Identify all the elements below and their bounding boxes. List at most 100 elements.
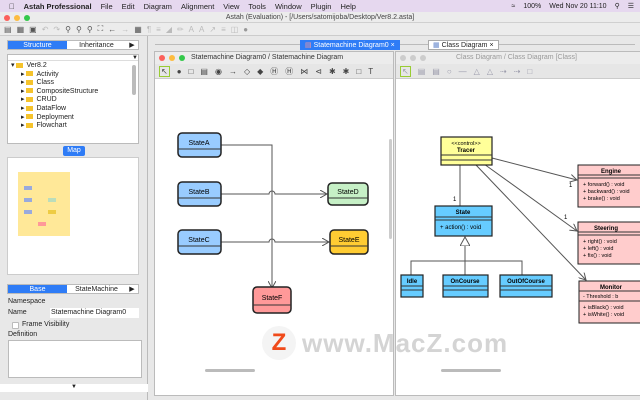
more-props-arrow-icon[interactable]: ▶ — [129, 286, 135, 293]
zoom-in-icon[interactable]: ⚲ — [65, 24, 71, 34]
class-icon[interactable]: ▤ — [432, 66, 440, 76]
state-c[interactable]: StateC — [177, 229, 222, 255]
definition-textarea[interactable] — [8, 340, 142, 378]
font-color-icon[interactable]: A — [188, 24, 195, 34]
deep-history-icon[interactable]: Ⓗ — [285, 66, 294, 76]
horizontal-scrollbar[interactable] — [205, 369, 255, 372]
initial-state-icon[interactable]: ● — [176, 66, 182, 76]
menu-list-icon[interactable]: ☰ — [627, 3, 634, 10]
menu-plugin[interactable]: Plugin — [305, 1, 332, 11]
tree-item[interactable]: ▸ Activity — [21, 70, 59, 78]
wifi-icon[interactable]: ≈ — [511, 2, 516, 10]
paragraph-icon[interactable]: ¶ — [146, 24, 152, 34]
grid-icon[interactable]: ▦ — [134, 24, 142, 34]
tree-item[interactable]: ▸ Deployment — [21, 113, 74, 121]
select-tool-icon[interactable]: ↖ — [159, 65, 170, 77]
tab-statemachine[interactable]: StateMachine — [75, 286, 118, 293]
class-tracer[interactable]: <<control>>Tracer — [440, 136, 493, 166]
menu-app[interactable]: Astah Professional — [18, 1, 92, 11]
fork-icon[interactable]: ⋈ — [300, 66, 309, 76]
search-icon[interactable]: ⚲ — [614, 3, 620, 10]
class-state[interactable]: State+ action() : void — [434, 205, 493, 237]
final-state-icon[interactable]: ◉ — [214, 66, 222, 76]
realization-icon[interactable]: △ — [486, 66, 493, 76]
state-a[interactable]: StateA — [177, 132, 222, 158]
forward-icon[interactable]: → — [121, 24, 130, 34]
choice-icon[interactable]: ◇ — [243, 66, 251, 76]
tab-class-diagram[interactable]: ▦ Class Diagram × — [428, 40, 499, 50]
tree-item[interactable]: ▸ Class — [21, 79, 54, 87]
state-b[interactable]: StateB — [177, 181, 222, 207]
state-d[interactable]: StateD — [327, 182, 369, 206]
tree-root[interactable]: ▾ Ver8.2 — [11, 62, 47, 69]
back-icon[interactable]: ← — [108, 24, 117, 34]
redo-icon[interactable]: ↷ — [53, 24, 61, 34]
align-icon[interactable]: ≡ — [156, 24, 161, 34]
class-steering[interactable]: Steering+ right() : void+ left() : void+… — [577, 221, 640, 265]
undo-icon[interactable]: ↶ — [41, 24, 49, 34]
tree-item[interactable]: ▸ CompositeStructure — [21, 87, 99, 95]
line-style-icon[interactable]: ↗ — [209, 24, 217, 34]
tree-item[interactable]: ▸ CRUD — [21, 96, 57, 104]
class-monitor[interactable]: Monitor- Threshold : b+ isBlack() : void… — [578, 280, 640, 324]
tab-base[interactable]: Base — [8, 285, 67, 293]
menu-help[interactable]: Help — [334, 1, 355, 11]
tree-item[interactable]: ▸ DataFlow — [21, 104, 67, 112]
close-button[interactable] — [400, 55, 406, 61]
circle-icon[interactable]: ● — [243, 24, 249, 34]
clock[interactable]: Wed Nov 20 11:10 — [549, 2, 607, 10]
submachine-icon[interactable]: ▤ — [200, 66, 208, 76]
generalization-icon[interactable]: △ — [473, 66, 480, 76]
junction-icon[interactable]: ◆ — [257, 66, 264, 76]
tab-inheritance[interactable]: Inheritance — [79, 42, 114, 49]
line-color-icon[interactable]: ✏ — [176, 24, 184, 34]
new-file-icon[interactable]: ▤ — [4, 24, 12, 34]
battery-status[interactable]: 100% — [523, 2, 542, 10]
tree-dropdown-icon[interactable]: ▼ — [8, 55, 138, 61]
exit-point-icon[interactable]: ✱ — [342, 66, 350, 76]
zoom-button[interactable] — [420, 55, 426, 61]
name-field[interactable]: Statemachine Diagram0 — [50, 308, 139, 318]
collapse-arrow-icon[interactable]: ▼ — [0, 384, 148, 392]
class-outofcourse[interactable]: OutOfCourse — [499, 274, 553, 298]
layout-icon[interactable]: ◫ — [230, 24, 239, 34]
class-oncourse[interactable]: OnCourse — [442, 274, 489, 298]
state-icon[interactable]: □ — [188, 66, 194, 76]
text-icon[interactable]: T — [368, 66, 374, 76]
close-button[interactable] — [159, 55, 165, 61]
transition-icon[interactable]: → — [228, 66, 237, 76]
state-f[interactable]: StateF — [252, 286, 292, 314]
close-button[interactable] — [4, 15, 10, 21]
apple-icon[interactable]:  — [9, 2, 15, 11]
minimize-button[interactable] — [410, 55, 416, 61]
open-folder-icon[interactable]: ▦ — [16, 24, 25, 34]
save-icon[interactable]: ▣ — [29, 24, 37, 34]
zoom-button[interactable] — [179, 55, 185, 61]
minimize-button[interactable] — [169, 55, 175, 61]
zoom-button[interactable] — [24, 15, 30, 21]
map-button[interactable]: Map — [63, 146, 85, 156]
join-icon[interactable]: ⊲ — [315, 66, 322, 76]
interface-icon[interactable]: ○ — [446, 66, 452, 76]
menu-view[interactable]: View — [217, 1, 239, 11]
select-tool-icon[interactable]: ↖ — [400, 65, 411, 77]
note-icon[interactable]: □ — [527, 66, 533, 76]
package-icon[interactable]: ▤ — [417, 66, 426, 76]
close-tab-icon[interactable]: × — [489, 42, 494, 49]
font-size-icon[interactable]: A — [199, 24, 205, 34]
zoom-out-icon[interactable]: ⚲ — [75, 24, 82, 34]
menu-window[interactable]: Window — [269, 1, 302, 11]
association-icon[interactable]: — — [458, 66, 467, 76]
tab-structure[interactable]: Structure — [8, 41, 67, 49]
tree-item[interactable]: ▸ Flowchart — [21, 122, 67, 130]
close-tab-icon[interactable]: × — [390, 42, 395, 49]
menu-alignment[interactable]: Alignment — [175, 1, 214, 11]
note-icon[interactable]: □ — [356, 66, 362, 76]
state-e[interactable]: StateE — [329, 229, 369, 255]
tree-scrollbar[interactable] — [132, 65, 136, 95]
dependency-icon[interactable]: ⇢ — [499, 66, 507, 76]
horizontal-scrollbar[interactable] — [441, 369, 501, 372]
menu-tools[interactable]: Tools — [242, 1, 266, 11]
usage-icon[interactable]: ⇢ — [513, 66, 521, 76]
zoom-fit-icon[interactable]: ⚲ — [86, 24, 93, 34]
